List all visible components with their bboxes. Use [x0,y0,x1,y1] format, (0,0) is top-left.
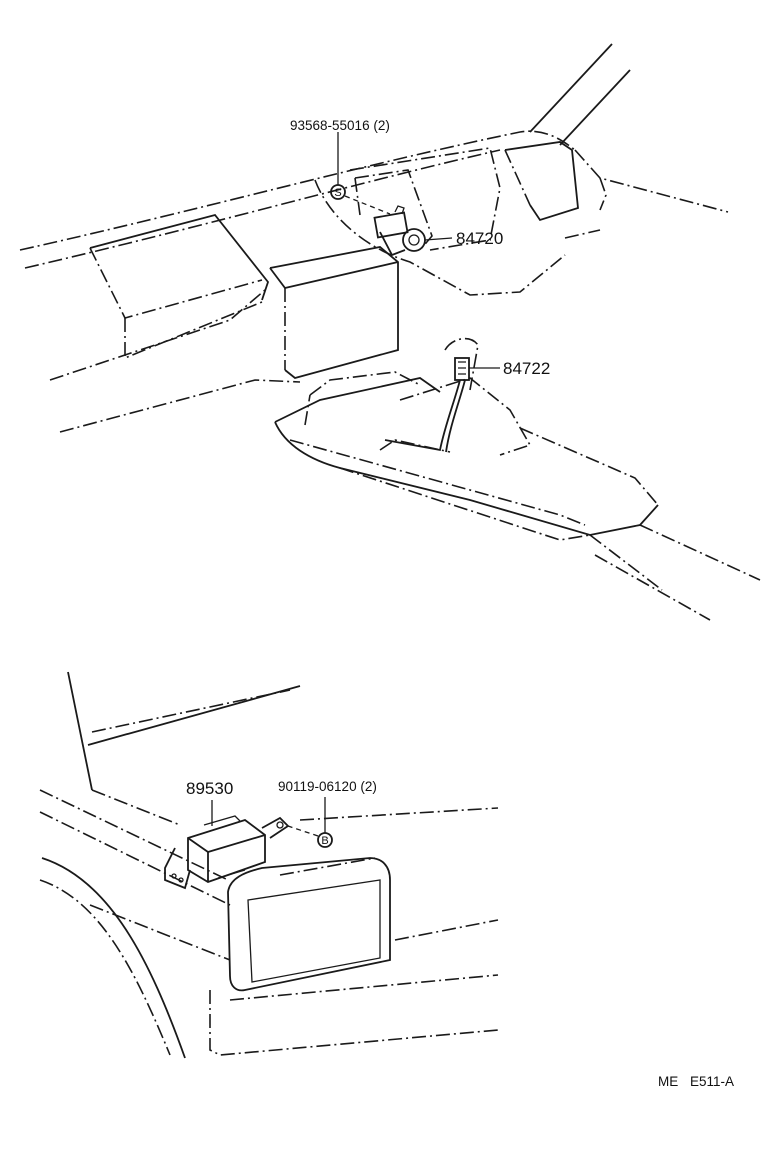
switch-84720 [373,205,426,257]
center-console-illustration [274,371,761,621]
front-corner-illustration [39,671,499,1059]
label-84720: 84720 [456,229,503,248]
bolt-marker-label: B [321,835,328,847]
footer-code-right: E511-A [690,1074,734,1089]
footer-code-left: ME [658,1074,678,1089]
label-93568-55016: 93568-55016 (2) [290,118,390,133]
label-89530: 89530 [186,779,233,798]
bolt-marker-circle [317,832,333,848]
screw-marker-circle [330,184,346,200]
harness-84722 [384,337,479,453]
label-90119-06120: 90119-06120 (2) [278,779,377,794]
dashboard-illustration [19,43,729,433]
label-84722: 84722 [503,359,550,378]
control-unit-89530 [164,815,290,890]
screw-marker-label: S [334,187,341,199]
